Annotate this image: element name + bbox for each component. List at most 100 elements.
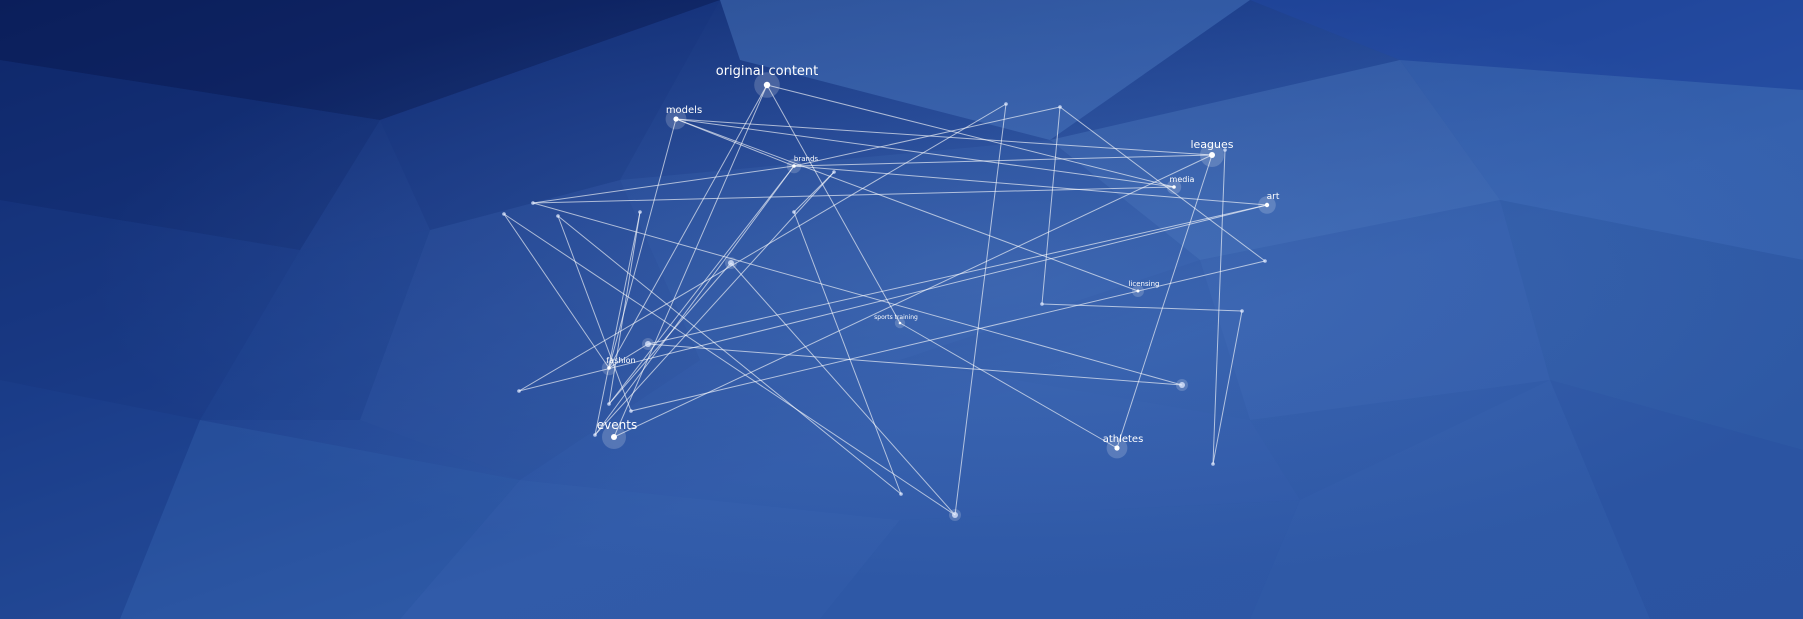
node-label: fashion bbox=[606, 356, 635, 365]
graph-node-sports-training[interactable]: sports training bbox=[874, 314, 918, 329]
node-label: leagues bbox=[1190, 138, 1233, 151]
graph-edge bbox=[608, 211, 641, 405]
node-label: events bbox=[597, 418, 637, 432]
graph-edge bbox=[608, 118, 677, 369]
graph-node-art[interactable]: art bbox=[1258, 192, 1280, 214]
graph-edge bbox=[675, 118, 1213, 156]
graph-anchor-point bbox=[1223, 148, 1227, 152]
graph-edge bbox=[675, 118, 795, 167]
graph-node-original-content[interactable]: original content bbox=[716, 64, 819, 98]
graph-edge bbox=[766, 84, 1175, 188]
graph-anchor-point bbox=[952, 512, 958, 518]
graph-anchor-point bbox=[531, 201, 535, 205]
graph-edge bbox=[594, 171, 835, 436]
graph-edge bbox=[532, 202, 1183, 386]
graph-edge bbox=[518, 204, 1268, 392]
graph-edge bbox=[503, 213, 610, 369]
node-dot[interactable] bbox=[1209, 152, 1215, 158]
graph-anchor-point bbox=[629, 409, 633, 413]
graph-node-events[interactable]: events bbox=[597, 418, 637, 449]
graph-anchor-point bbox=[899, 492, 903, 496]
graph-edge bbox=[594, 211, 641, 436]
node-dot[interactable] bbox=[1114, 445, 1120, 451]
node-label: media bbox=[1170, 175, 1195, 184]
graph-node-leagues[interactable]: leagues bbox=[1190, 138, 1234, 167]
node-label: art bbox=[1267, 192, 1280, 202]
graph-anchor-point bbox=[593, 433, 597, 437]
graph-edge bbox=[557, 215, 632, 412]
graph-edge bbox=[532, 186, 1175, 204]
graph-anchor-point bbox=[1040, 302, 1044, 306]
graph-anchor-point bbox=[1179, 382, 1185, 388]
graph-anchor-point bbox=[728, 260, 734, 266]
graph-node-media[interactable]: media bbox=[1166, 175, 1195, 195]
graph-edge bbox=[518, 103, 1007, 392]
graph-nodes: original content models brands leagues media… bbox=[597, 64, 1280, 459]
graph-node-licensing[interactable]: licensing bbox=[1129, 280, 1160, 297]
graph-edge bbox=[1116, 154, 1213, 449]
graph-anchor-point bbox=[1240, 309, 1244, 313]
graph-anchor-point bbox=[556, 214, 560, 218]
graph-anchor-point bbox=[645, 341, 651, 347]
node-dot[interactable] bbox=[1136, 289, 1140, 293]
graph-edge bbox=[608, 262, 732, 405]
node-label: brands bbox=[794, 155, 818, 163]
graph-node-brands[interactable]: brands bbox=[786, 155, 819, 174]
graph-edge bbox=[1041, 106, 1061, 305]
node-dot[interactable] bbox=[673, 116, 679, 122]
node-dot[interactable] bbox=[898, 321, 902, 325]
node-label: original content bbox=[716, 64, 819, 79]
graph-edge bbox=[793, 165, 1268, 206]
graph-edges bbox=[503, 84, 1268, 516]
graph-edge bbox=[557, 215, 902, 495]
graph-edge bbox=[793, 154, 1213, 167]
graph-anchor-point bbox=[792, 210, 796, 214]
graph-edge bbox=[647, 204, 1268, 345]
graph-edge bbox=[647, 343, 1183, 386]
graph-edge bbox=[594, 165, 795, 436]
node-dot[interactable] bbox=[763, 81, 771, 89]
graph-edge bbox=[608, 165, 795, 405]
graph-edge bbox=[899, 322, 1118, 449]
graph-edge bbox=[766, 84, 901, 324]
graph-anchor-point bbox=[607, 402, 611, 406]
graph-anchor-point bbox=[517, 389, 521, 393]
node-label: licensing bbox=[1129, 280, 1160, 288]
node-dot[interactable] bbox=[607, 366, 611, 370]
graph-edge bbox=[532, 165, 795, 204]
graph-edge bbox=[1212, 149, 1226, 465]
graph-anchor-point bbox=[1211, 462, 1215, 466]
graph-edge bbox=[1212, 310, 1243, 465]
graph-edge bbox=[608, 84, 768, 369]
graph-node-fashion[interactable]: fashion bbox=[601, 356, 636, 376]
graph-anchor-point bbox=[502, 212, 506, 216]
graph-edge bbox=[503, 213, 956, 516]
graph-edge bbox=[793, 106, 1061, 167]
graph-edge bbox=[1041, 303, 1243, 312]
graph-node-athletes[interactable]: athletes bbox=[1103, 434, 1144, 459]
graph-anchor-point bbox=[832, 170, 836, 174]
graph-edge bbox=[630, 260, 1266, 412]
graph-edge bbox=[954, 103, 1007, 516]
graph-anchor-points bbox=[502, 102, 1267, 521]
graph-node-models[interactable]: models bbox=[665, 105, 703, 130]
graph-anchor-point bbox=[638, 210, 642, 214]
graph-edge bbox=[1059, 106, 1266, 262]
graph-edge bbox=[613, 154, 1213, 438]
node-dot[interactable] bbox=[1172, 185, 1176, 189]
node-label: models bbox=[666, 105, 702, 116]
graph-edge bbox=[608, 343, 649, 369]
node-label: sports training bbox=[874, 314, 918, 321]
node-dot[interactable] bbox=[792, 164, 796, 168]
graph-edge bbox=[793, 211, 902, 495]
node-label: athletes bbox=[1103, 434, 1144, 445]
node-dot[interactable] bbox=[611, 434, 617, 440]
graph-anchor-point bbox=[1058, 105, 1062, 109]
node-dot[interactable] bbox=[1264, 202, 1270, 208]
graph-anchor-point bbox=[1004, 102, 1008, 106]
graph-anchor-point bbox=[1263, 259, 1267, 263]
graph-edge bbox=[675, 118, 1175, 188]
